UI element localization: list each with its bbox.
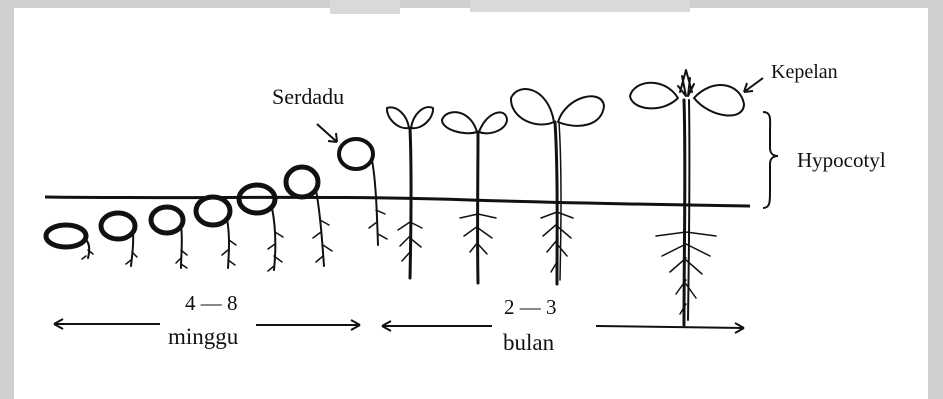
duration-weeks-range: 4 — 8 [185, 293, 238, 314]
germinating-seeds [46, 139, 387, 271]
seed-stage-4 [196, 197, 236, 268]
seed-stage-1 [46, 225, 93, 259]
kepelan-label: Kepelan [771, 62, 838, 82]
duration-months-range: 2 — 3 [504, 297, 557, 318]
timeline-arrows [54, 319, 744, 333]
seedlings [387, 70, 744, 325]
seedling-b [442, 112, 507, 283]
serdadu-label: Serdadu [272, 86, 344, 108]
seed-stage-7-serdadu [339, 139, 387, 245]
duration-months-unit: bulan [503, 331, 554, 354]
seed-stage-6 [286, 167, 332, 266]
seed-stage-3 [151, 207, 187, 268]
seed-stage-2 [101, 213, 137, 266]
hypocotyl-label: Hypocotyl [797, 150, 886, 171]
seedling-d-kepelan [630, 70, 744, 325]
duration-weeks-unit: minggu [168, 325, 238, 348]
seedling-a [387, 107, 433, 278]
seedling-c [511, 89, 604, 284]
arrow-months [382, 321, 744, 333]
hypocotyl-bracket [763, 112, 778, 208]
soil-line [45, 197, 750, 206]
serdadu-arrow [317, 124, 337, 142]
kepelan-arrow [744, 78, 763, 92]
